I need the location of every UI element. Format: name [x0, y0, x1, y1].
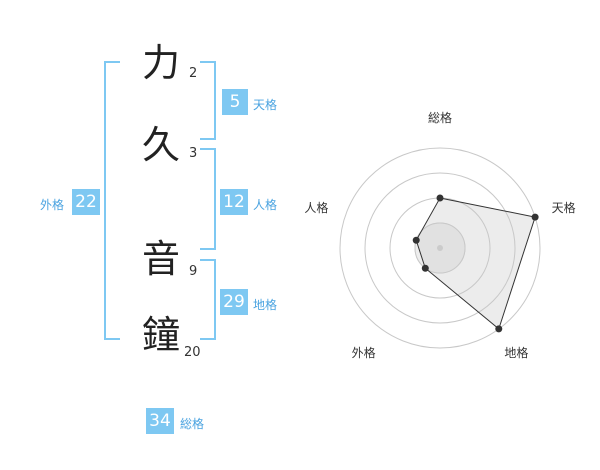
radar-point-5 [412, 236, 420, 244]
radar-axis-label-3: 地格 [504, 345, 528, 360]
radar-center-dot [437, 245, 443, 251]
radar-axis-label-1: 総格 [428, 110, 452, 125]
gaikaku-bracket [104, 61, 120, 340]
soukaku-label: 総格 [180, 417, 205, 431]
radar-point-3 [495, 325, 503, 333]
radar-point-1 [436, 194, 444, 202]
radar-axis-label-5: 人格 [304, 200, 328, 215]
gaikaku-badge: 22 [72, 189, 100, 215]
radar-ring-4 [339, 147, 541, 349]
radar-axis-label-2: 天格 [552, 200, 576, 215]
name-char-4: 鐘 [142, 313, 181, 357]
radar-ring-3 [364, 172, 516, 324]
chikaku-bracket [200, 259, 216, 340]
jinkaku-label: 人格 [253, 198, 278, 212]
name-char-3: 音 [142, 237, 181, 281]
stroke-count-2: 3 [189, 146, 198, 161]
radar-axis-label-4: 外格 [352, 345, 376, 360]
stroke-count-4: 20 [184, 345, 201, 360]
name-char-1: 力 [142, 41, 181, 85]
tenkaku-bracket [200, 61, 216, 140]
jinkaku-bracket [200, 148, 216, 250]
stroke-count-1: 2 [189, 66, 198, 81]
chikaku-badge: 29 [220, 289, 248, 315]
stroke-count-3: 9 [189, 264, 198, 279]
radar-point-4 [421, 264, 429, 272]
name-char-2: 久 [142, 123, 181, 167]
radar-point-2 [531, 213, 539, 221]
chikaku-label: 地格 [253, 298, 278, 312]
tenkaku-label: 天格 [253, 98, 278, 112]
radar-polygon [415, 197, 536, 330]
tenkaku-badge: 5 [222, 89, 248, 115]
gaikaku-label: 外格 [40, 198, 65, 212]
jinkaku-badge: 12 [220, 189, 248, 215]
soukaku-badge: 34 [146, 408, 174, 434]
